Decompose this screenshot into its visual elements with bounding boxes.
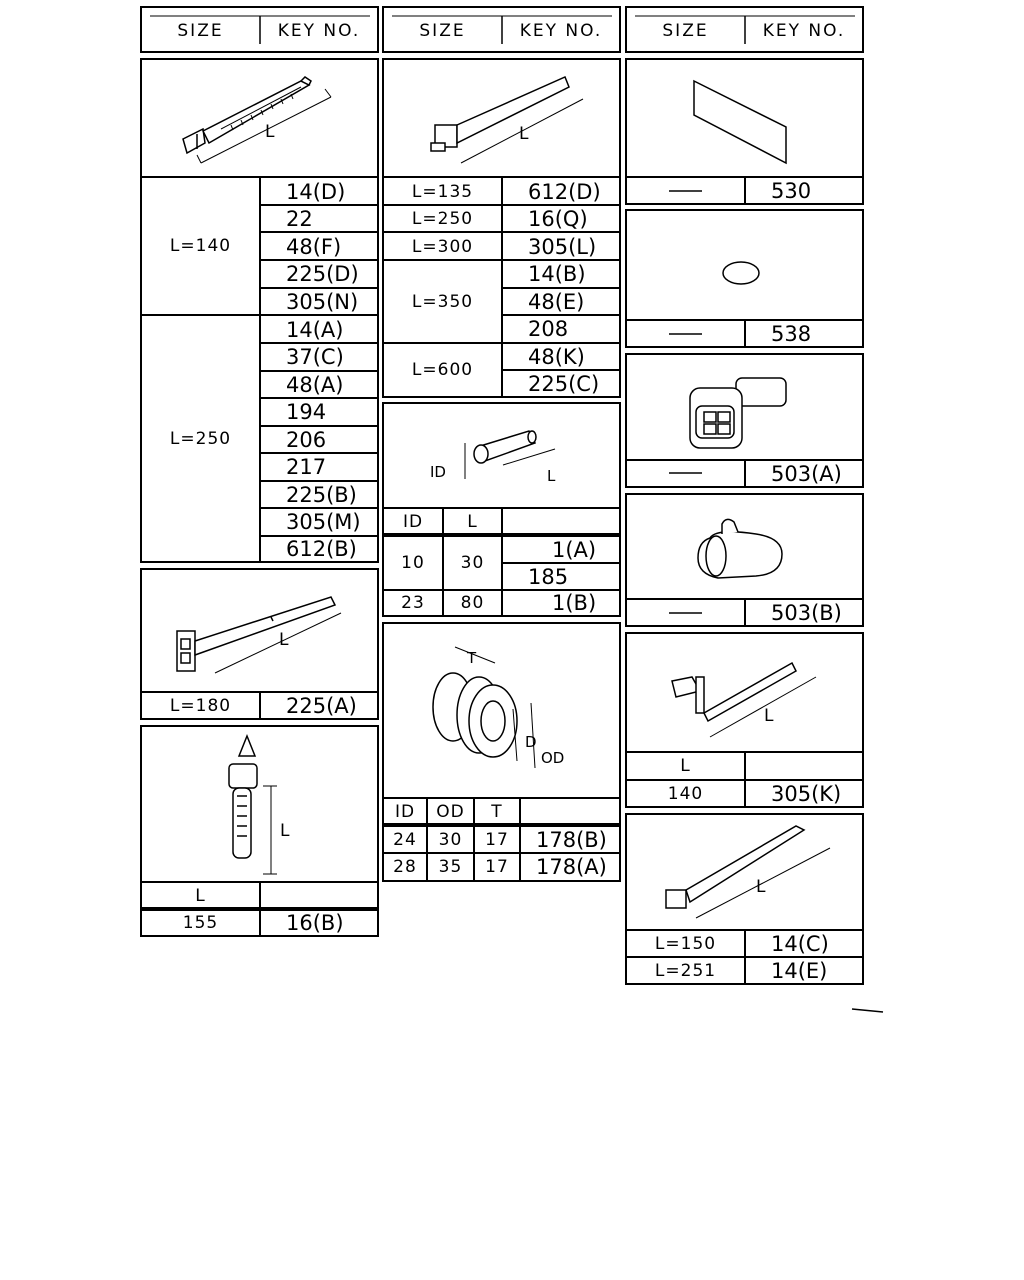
key-cell: 612(D) — [528, 179, 601, 204]
dimension-label: L — [280, 821, 290, 841]
key-cell: 178(B) — [536, 827, 607, 852]
key-cell: 48(A) — [286, 372, 344, 397]
dimension-label: L — [756, 877, 766, 897]
col-header-l: L — [680, 756, 691, 776]
key-cell: 206 — [286, 427, 327, 452]
size-l250: L=250 — [169, 428, 232, 449]
id-value: 10 — [401, 553, 425, 573]
key-cell: 48(K) — [528, 344, 585, 369]
key-cell: 1(A) — [552, 537, 597, 562]
t-value: 17 — [485, 829, 509, 850]
header-key-label-3: KEY NO. — [762, 21, 846, 41]
size-cell: L=150 — [654, 933, 717, 954]
key-cell: 612(B) — [286, 537, 357, 561]
id-dimension-label: ID — [430, 463, 446, 481]
key-cell: 225(B) — [286, 482, 357, 507]
dimension-label: L — [547, 467, 556, 485]
size-value: 140 — [667, 783, 704, 804]
key-cell: 16(B) — [286, 911, 344, 935]
o-ring-illustration — [722, 261, 760, 285]
cable-tie-illustration: L — [665, 825, 831, 919]
grommet-illustration: T D OD — [432, 646, 564, 769]
header-size-label-2: SIZE — [419, 21, 466, 41]
col-header-id: ID — [402, 511, 424, 532]
key-cell: 208 — [528, 317, 569, 341]
dimension-label: L — [519, 124, 529, 144]
key-cell: 48(E) — [528, 289, 585, 314]
key-cell: 14(E) — [771, 958, 828, 983]
key-cell: 37(C) — [286, 345, 344, 369]
size-l350: L=350 — [411, 291, 474, 312]
key-cell: 225(C) — [528, 371, 600, 396]
key-cell: 14(A) — [286, 317, 344, 342]
key-cell: 530 — [771, 178, 812, 203]
key-cell: 185 — [528, 564, 569, 589]
tape-illustration — [693, 79, 787, 165]
key-cell: 305(K) — [771, 781, 842, 806]
key-cell: 503(A) — [771, 461, 842, 486]
key-cell: 14(C) — [771, 931, 829, 956]
od-value: 35 — [438, 857, 463, 877]
od-dimension-label: OD — [541, 749, 564, 767]
col-header-id: ID — [394, 801, 416, 822]
cable-tie-illustration: L — [182, 76, 332, 164]
header-key-label-2: KEY NO. — [519, 21, 603, 41]
key-cell: 14(D) — [286, 179, 346, 204]
header-size-label-3: SIZE — [662, 21, 709, 41]
cap-illustration — [697, 518, 783, 579]
t-dimension-label: T — [466, 649, 477, 667]
size-cell: L=300 — [411, 236, 474, 257]
size-cell: L=251 — [654, 960, 717, 981]
key-cell: 48(F) — [286, 234, 342, 259]
key-cell: 217 — [286, 455, 327, 479]
key-cell: 305(M) — [286, 510, 361, 534]
size-value: 155 — [182, 913, 219, 933]
key-cell: 22 — [286, 206, 313, 231]
cable-tie-illustration: L — [176, 596, 342, 674]
key-cell: 14(B) — [528, 262, 586, 286]
size-l180: L=180 — [169, 695, 232, 716]
key-cell: 225(A) — [286, 693, 357, 718]
od-value: 30 — [438, 829, 463, 850]
key-cell: 503(B) — [771, 600, 842, 625]
header-key-label-1: KEY NO. — [277, 21, 361, 41]
size-cell: L=250 — [411, 208, 474, 229]
key-cell: 305(L) — [528, 234, 597, 259]
size-l140: L=140 — [169, 236, 232, 256]
dimension-label: L — [265, 122, 275, 142]
push-clip-illustration: L — [228, 733, 290, 875]
key-cell: 1(B) — [552, 591, 597, 615]
col-header-t: T — [491, 801, 503, 822]
col-header-l: L — [195, 885, 206, 906]
key-cell: 225(D) — [286, 262, 359, 286]
key-cell: 538 — [771, 321, 812, 346]
cable-tie-illustration: L — [430, 75, 584, 164]
header-size-label-1: SIZE — [177, 21, 224, 41]
l-value: 80 — [460, 593, 485, 613]
id-value: 28 — [393, 857, 417, 877]
dimension-label: L — [279, 630, 289, 650]
tube-illustration: ID L — [430, 430, 556, 485]
l-value: 30 — [460, 553, 485, 573]
key-cell: 194 — [286, 400, 327, 424]
size-l600: L=600 — [411, 360, 474, 380]
key-cell: 178(A) — [536, 855, 607, 879]
connector-illustration — [689, 377, 787, 449]
t-value: 17 — [485, 857, 509, 877]
size-cell: L=135 — [411, 181, 474, 202]
col-header-od: OD — [436, 801, 465, 822]
key-cell: 305(N) — [286, 289, 359, 314]
col-header-l: L — [467, 511, 478, 532]
hook-clamp-illustration: L — [671, 661, 817, 738]
id-value: 24 — [393, 829, 417, 850]
dimension-label: L — [764, 706, 774, 726]
key-cell: 16(Q) — [528, 206, 588, 231]
id-value: 23 — [401, 593, 425, 613]
d-dimension-label: D — [525, 733, 537, 751]
